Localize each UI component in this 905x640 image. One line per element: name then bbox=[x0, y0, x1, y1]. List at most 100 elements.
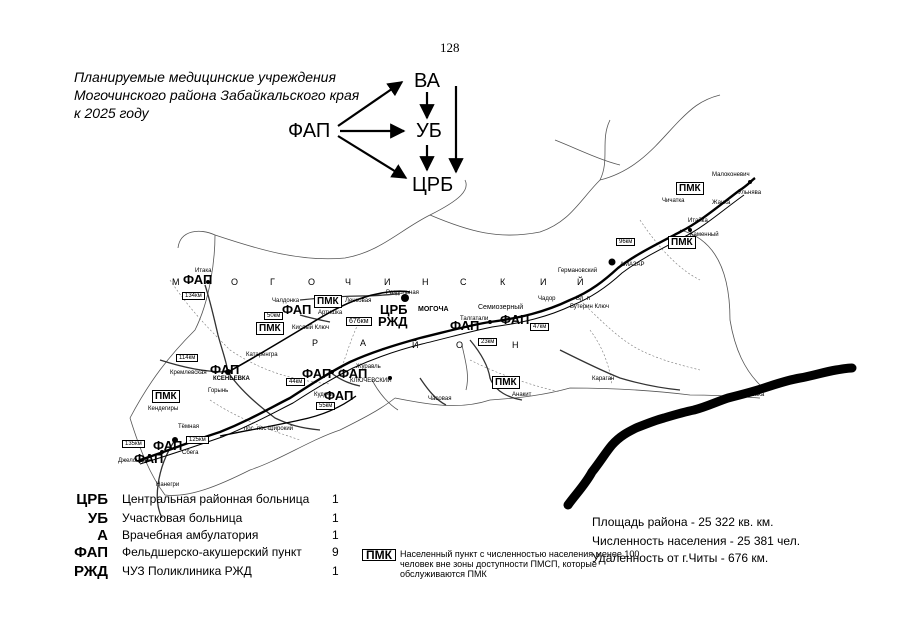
place-ityaka: Итака bbox=[195, 268, 212, 274]
place-ardinsk: Артишка bbox=[318, 310, 343, 316]
legend-count: 1 bbox=[332, 564, 339, 578]
place-kseneva: КСЕНЬЕВКА bbox=[213, 376, 250, 382]
place-amazar: АМАЗАР bbox=[620, 262, 645, 268]
arrow-fap-va bbox=[337, 81, 404, 127]
fap-label-talgadzhi: ФАП bbox=[450, 318, 480, 333]
distance-125: 125км bbox=[186, 436, 209, 444]
district-letter: И bbox=[384, 277, 391, 287]
district-letter: С bbox=[460, 277, 467, 287]
place-ulerikino: Ульнява bbox=[738, 190, 762, 196]
district-letter: Р bbox=[312, 338, 319, 348]
district-letter: Ч bbox=[345, 277, 351, 287]
pmk-label-kamennyi: ПМК bbox=[668, 236, 696, 249]
district-letter: Н bbox=[512, 340, 519, 350]
fap-label-kseneva: ФАП bbox=[210, 362, 240, 377]
flow-ub-label: УБ bbox=[416, 120, 442, 142]
fap-label-semiozerny: ФАП bbox=[500, 312, 530, 327]
legend-desc: Участковая больница bbox=[122, 511, 243, 525]
distance-44: 44км bbox=[286, 378, 306, 386]
stat-area: Площадь района - 25 322 кв. км. bbox=[592, 515, 774, 529]
legend-abbr: РЖД bbox=[73, 563, 108, 580]
district-letter: О bbox=[456, 340, 464, 350]
place-kataryeng: Катаренгра bbox=[246, 352, 278, 358]
district-letter: М bbox=[172, 277, 180, 287]
pmk-label-chichatka: ПМК bbox=[676, 182, 704, 195]
fap-label-zhuravl-2: ФАП bbox=[338, 366, 368, 381]
title-line-3: к 2025 году bbox=[74, 105, 149, 121]
map-title: Планируемые медицинские учреждения Могоч… bbox=[74, 68, 404, 122]
distance-96: 96км bbox=[616, 238, 636, 246]
pmk-label-kisly: ПМК bbox=[256, 322, 284, 335]
fap-label-sbega-1: ФАП bbox=[153, 438, 183, 453]
place-zhanka: Жанка bbox=[712, 200, 731, 206]
place-germanovskiy: Германовский bbox=[558, 268, 598, 274]
place-razdolnaya: Раздольная bbox=[386, 290, 419, 296]
flow-crb-label: ЦРБ bbox=[412, 174, 454, 196]
place-klyuchevsky: КЛЮЧЕВСКИЙ bbox=[350, 378, 392, 384]
fap-label-chaldonka: ФАП bbox=[282, 302, 312, 317]
place-talgadzhi: Талгатали bbox=[460, 316, 489, 322]
place-bolkl: Бл. п bbox=[576, 296, 590, 302]
fap-label-kudechi: ФАП bbox=[324, 388, 354, 403]
legend-count: 1 bbox=[332, 492, 339, 506]
title-line-2: Могочинского района Забайкальского края bbox=[74, 87, 360, 103]
place-malchevo: Малоконевич bbox=[712, 172, 750, 178]
district-letter: Г bbox=[270, 277, 275, 287]
pmk-label-penkovaya: ПМК bbox=[314, 295, 342, 308]
page-number: 128 bbox=[440, 40, 460, 55]
place-pokrovka: Покровка bbox=[738, 392, 765, 398]
crb-label-mogocha: ЦРБ bbox=[380, 302, 408, 317]
place-itadzha: Итайка bbox=[688, 218, 708, 224]
legend-count: 9 bbox=[332, 545, 339, 559]
fap-label-sbega-2: ФАП bbox=[134, 451, 164, 466]
place-dzhelonda: Джелонда bbox=[118, 458, 147, 464]
legend-count: 1 bbox=[332, 511, 339, 525]
distance-134: 134км bbox=[182, 292, 205, 300]
place-mogocha: МОГОЧА bbox=[418, 306, 449, 313]
legend-abbr: ЦРБ bbox=[76, 491, 108, 508]
legend-abbr: ФАП bbox=[74, 544, 108, 561]
place-kudechi: Кудечи bbox=[314, 392, 334, 398]
district-letter: К bbox=[500, 277, 506, 287]
pmk-legend-text: Населенный пункт с численностью населени… bbox=[399, 549, 640, 579]
legend-desc: Фельдшерско-акушерский пункт bbox=[122, 545, 302, 559]
place-goryshka: Горынь bbox=[208, 388, 229, 394]
place-penkovaya: Ленковая bbox=[345, 298, 372, 304]
distance-55: 55км bbox=[316, 402, 336, 410]
place-kutsensky: Бутерин Ключ bbox=[570, 304, 609, 310]
place-kendegiry: Кендегиры bbox=[148, 406, 179, 412]
flow-va-label: ВА bbox=[414, 70, 441, 92]
legend-abbr: А bbox=[97, 527, 108, 544]
pmk-label-anakit: ПМК bbox=[492, 376, 520, 389]
legend-desc: Центральная районная больница bbox=[122, 492, 310, 506]
district-letter: А bbox=[360, 338, 367, 348]
place-anakit: Анакит bbox=[512, 392, 532, 398]
flow-arrows bbox=[337, 81, 464, 179]
legend-abbr: УБ bbox=[87, 510, 108, 527]
place-chador: Чадор bbox=[538, 296, 556, 302]
place-temnaya: Тёмная bbox=[178, 424, 200, 430]
flow-fap-label: ФАП bbox=[288, 120, 331, 142]
legend-count: 1 bbox=[332, 528, 339, 542]
district-letter: О bbox=[231, 277, 239, 287]
place-sbega: Сбега bbox=[182, 450, 199, 456]
stat-distance: Удаленность от г.Читы - 676 км. bbox=[592, 551, 769, 565]
place-kamennyi: Каменный bbox=[690, 232, 719, 238]
place-chasovaya: Часовая bbox=[428, 396, 452, 402]
distance-47: 47км bbox=[530, 323, 550, 331]
pmk-label-kendegiry: ПМК bbox=[152, 390, 180, 403]
place-zhuravl: Журавль bbox=[356, 364, 381, 370]
pmk-legend-box: ПМК bbox=[362, 549, 396, 561]
distance-63: 23км bbox=[478, 338, 498, 346]
district-letter: Й bbox=[577, 277, 584, 287]
distance-50: 50км bbox=[264, 312, 284, 320]
place-shirokiy: пос. пос Широкий bbox=[244, 426, 294, 432]
district-stats: Площадь района - 25 322 кв. км. Численно… bbox=[592, 514, 800, 566]
state-border bbox=[563, 363, 857, 510]
place-kisly: Кислый Ключ bbox=[292, 325, 330, 331]
place-semiozerny: Семиозерный bbox=[478, 304, 524, 311]
arrow-fap-crb bbox=[337, 135, 408, 179]
legend-desc: Врачебная амбулатория bbox=[122, 528, 259, 542]
